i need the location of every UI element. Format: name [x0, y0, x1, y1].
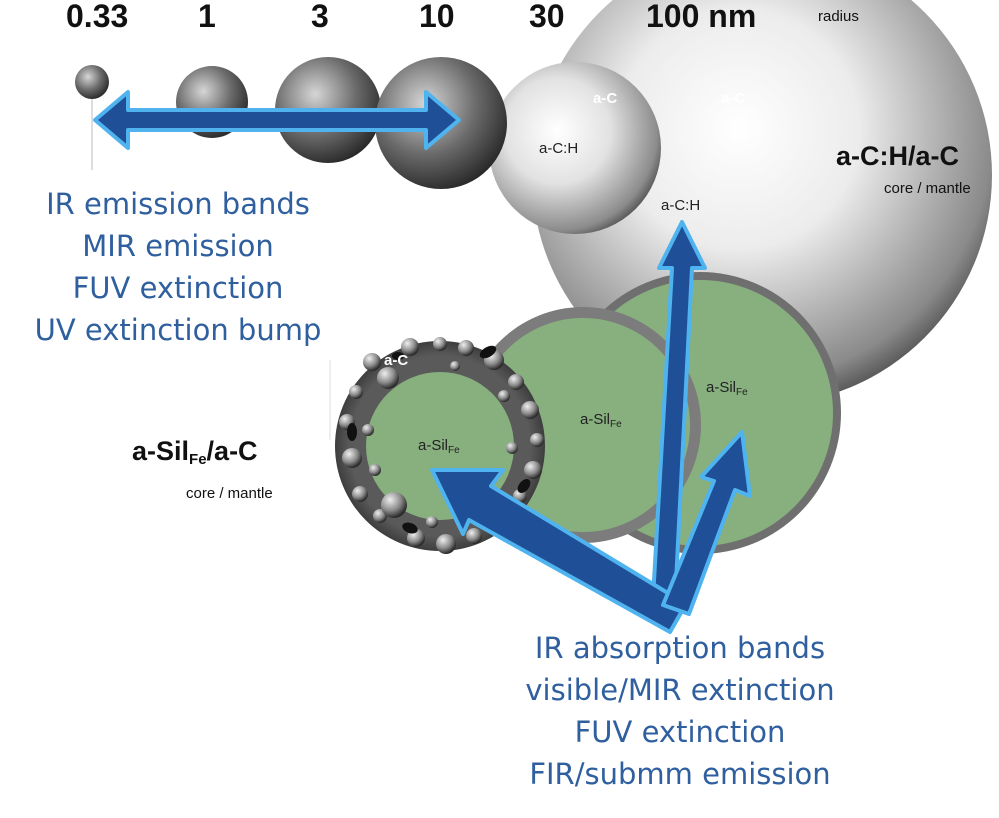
annotation-line: FUV extinction — [574, 715, 786, 749]
annotation-line: IR absorption bands — [534, 631, 826, 665]
silicate-grain-subtitle: core / mantle — [186, 485, 273, 502]
coated-mantle-label: a-C — [384, 352, 409, 369]
silicate-grain-title: a-SilFe/a-C — [132, 436, 258, 468]
large-core-label: a-SilFe — [706, 379, 748, 398]
scale-tick-1: 1 — [198, 0, 216, 34]
scale-tick-100nm: 100 nm — [646, 0, 757, 34]
carbon-core-label-small: a-C:H — [539, 140, 579, 157]
scale-tick-0.33: 0.33 — [66, 0, 129, 34]
scale-tick-3: 3 — [311, 0, 329, 34]
carbon-mantle-label-small: a-C — [593, 90, 618, 107]
coated-core-label: a-SilFe — [418, 437, 460, 456]
grain-0.33nm — [75, 65, 109, 99]
carbon-core-label-large: a-C:H — [661, 197, 701, 214]
size-range-double-arrow — [93, 90, 461, 150]
absorption-arrows — [430, 220, 752, 634]
large-grain-properties: IR absorption bands visible/MIR extincti… — [482, 627, 878, 795]
annotation-line: visible/MIR extinction — [525, 673, 835, 707]
carbon-grain-subtitle: core / mantle — [884, 180, 971, 197]
carbon-grain-title: a-C:H/a-C — [836, 141, 960, 171]
arrow-to-carbon-core — [651, 220, 707, 604]
scale-unit-label: radius — [818, 8, 859, 25]
arrow-to-coated-silicate — [430, 468, 688, 634]
scale-tick-10: 10 — [419, 0, 455, 34]
annotation-line: UV extinction bump — [34, 313, 322, 347]
carbon-mantle-label-large: a-C — [721, 90, 746, 107]
annotation-line: MIR emission — [82, 229, 274, 263]
small-grain-properties: IR emission bands MIR emission FUV extin… — [0, 183, 356, 351]
annotation-line: FIR/submm emission — [529, 757, 831, 791]
annotation-line: FUV extinction — [72, 271, 284, 305]
grain-30nm — [489, 62, 661, 234]
annotation-line: IR emission bands — [46, 187, 310, 221]
mid-core-label: a-SilFe — [580, 411, 622, 430]
scale-tick-30: 30 — [529, 0, 565, 34]
arrow-to-large-silicate — [661, 430, 752, 616]
